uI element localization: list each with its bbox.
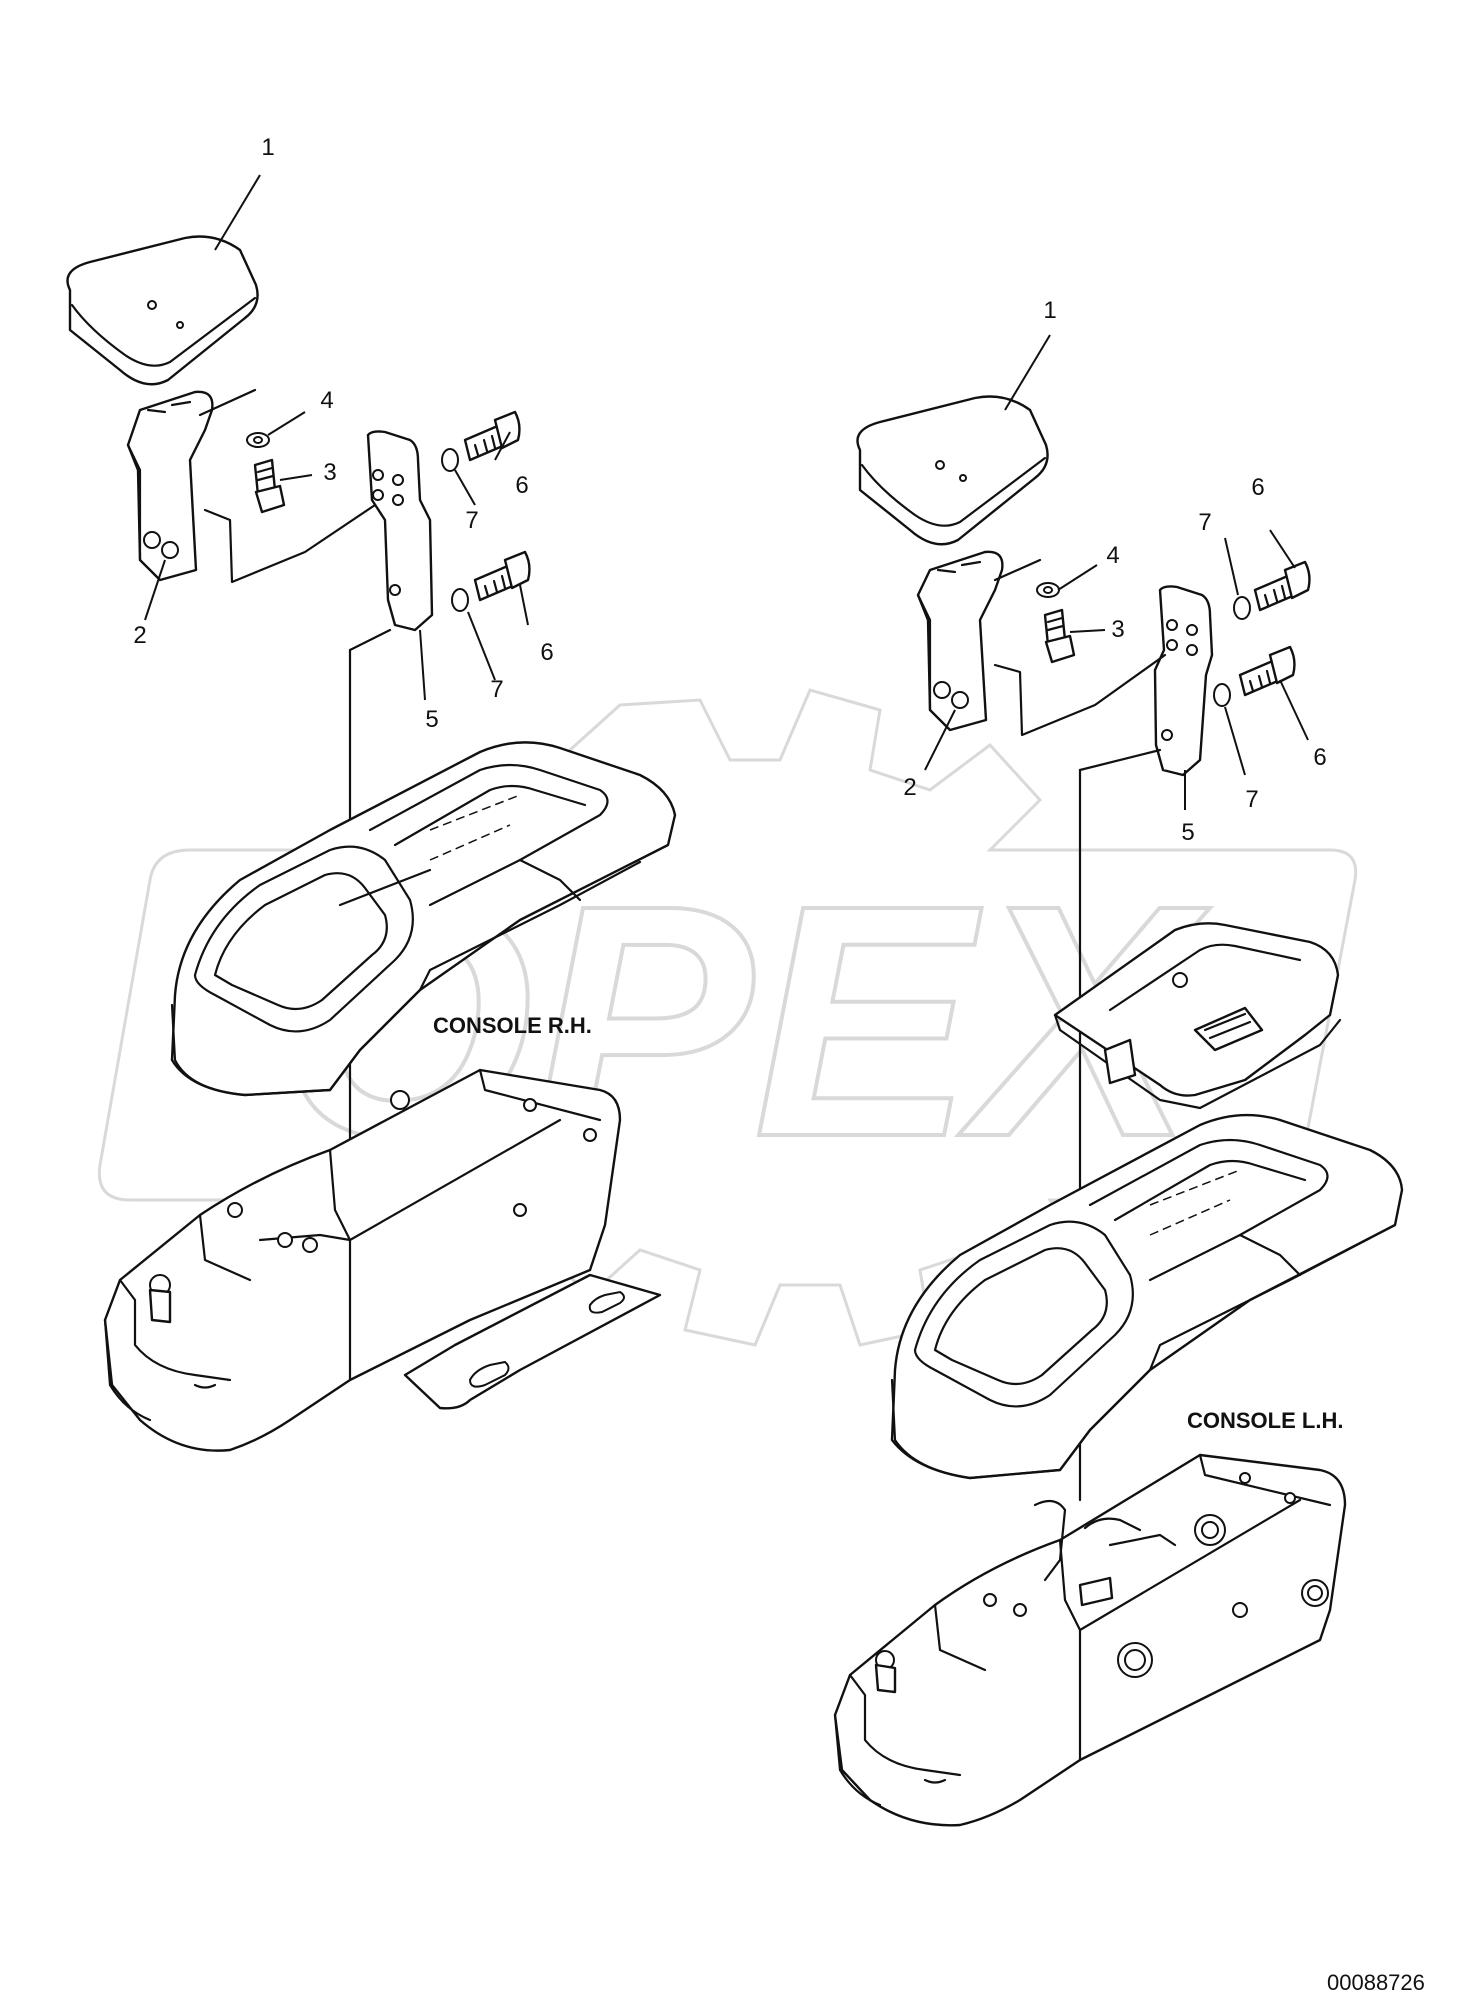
lh-plate-5 — [1153, 585, 1214, 777]
callout-lh-3: 3 — [1111, 616, 1124, 643]
callout-rh-2: 2 — [133, 622, 146, 649]
callout-rh-7b: 7 — [490, 676, 503, 703]
callout-rh-3: 3 — [323, 459, 336, 486]
callout-lh-1: 1 — [1043, 297, 1056, 324]
lh-washer-7b — [1213, 683, 1231, 707]
label-console-rh: CONSOLE R.H. — [433, 1013, 592, 1038]
lh-bolt-3 — [1043, 608, 1076, 664]
callout-rh-6a: 6 — [515, 472, 528, 499]
rh-bolt-6a — [463, 410, 521, 462]
lh-armrest-pad — [856, 395, 1049, 546]
lh-armrest-assembly — [856, 395, 1311, 1502]
callout-lh-7a: 7 — [1198, 509, 1211, 536]
callout-lh-6b: 6 — [1313, 744, 1326, 771]
callout-rh-4: 4 — [320, 387, 333, 414]
leader-lines — [144, 174, 1309, 810]
document-number: 00088726 — [1327, 1970, 1425, 1995]
callout-rh-1: 1 — [261, 134, 274, 161]
rh-bolt-3 — [253, 458, 286, 514]
callout-lh-7b: 7 — [1245, 786, 1258, 813]
console-rh-upper — [170, 741, 677, 1097]
callout-lh-4: 4 — [1106, 542, 1119, 569]
rh-bracket — [126, 390, 214, 582]
lh-washer-4 — [1036, 582, 1060, 598]
callout-lh-6a: 6 — [1251, 474, 1264, 501]
rh-washer-7a — [441, 448, 459, 472]
rh-bolt-6b — [473, 550, 531, 602]
label-console-lh: CONSOLE L.H. — [1187, 1408, 1343, 1433]
callout-numbers: 1 4 3 6 7 6 7 5 2 1 4 3 6 7 6 7 5 2 — [133, 134, 1326, 846]
lh-washer-7a — [1233, 596, 1251, 620]
callout-rh-7a: 7 — [465, 507, 478, 534]
console-rh-lower — [103, 1068, 662, 1452]
watermark-gear-outline — [97, 688, 1358, 1347]
rh-washer-4 — [246, 432, 270, 448]
console-lh-upper — [890, 1113, 1404, 1480]
lh-bracket — [916, 550, 1004, 732]
console-lh-cover — [1053, 922, 1342, 1110]
rh-armrest-pad — [66, 235, 259, 386]
rh-armrest-assembly — [66, 235, 531, 1227]
callout-rh-5: 5 — [425, 706, 438, 733]
lh-bolt-6b — [1238, 645, 1296, 697]
callout-lh-2: 2 — [903, 774, 916, 801]
callout-rh-6b: 6 — [540, 639, 553, 666]
lh-bolt-6a — [1253, 560, 1311, 612]
console-lh-lower — [833, 1453, 1347, 1827]
rh-plate-5 — [366, 430, 434, 632]
rh-washer-7b — [451, 588, 469, 612]
callout-lh-5: 5 — [1181, 819, 1194, 846]
